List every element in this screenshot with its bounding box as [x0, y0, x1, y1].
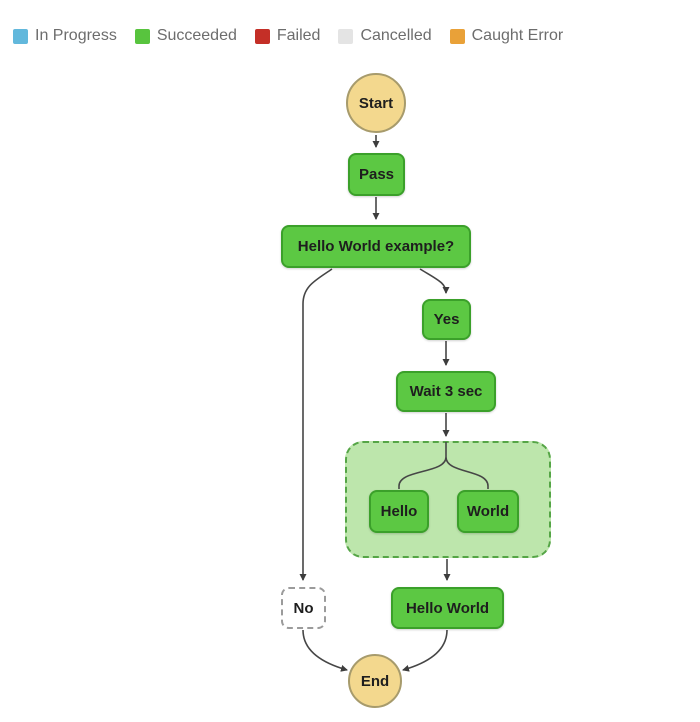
node-hello[interactable]: Hello: [369, 490, 429, 533]
legend-item-in-progress: In Progress: [13, 27, 117, 45]
node-end[interactable]: End: [348, 654, 402, 708]
node-label: End: [360, 672, 390, 690]
status-legend: In Progress Succeeded Failed Cancelled C…: [13, 27, 563, 45]
legend-label: In Progress: [35, 27, 117, 44]
edge-helloworld-to-end: [402, 629, 448, 672]
succeeded-swatch-icon: [134, 28, 150, 44]
legend-label: Caught Error: [471, 27, 564, 44]
node-yes[interactable]: Yes: [422, 299, 471, 340]
legend-label: Succeeded: [156, 27, 237, 44]
in-progress-swatch-icon: [13, 28, 28, 44]
node-start[interactable]: Start: [346, 73, 406, 133]
node-world[interactable]: World: [457, 490, 519, 533]
node-wait-3-sec[interactable]: Wait 3 sec: [396, 371, 496, 412]
node-label: Start: [358, 94, 394, 112]
edge-choice-to-yes: [419, 268, 450, 294]
node-label: No: [293, 599, 314, 617]
legend-label: Cancelled: [360, 27, 432, 44]
node-hello-world-example-choice[interactable]: Hello World example?: [281, 225, 471, 268]
legend-item-failed: Failed: [254, 27, 321, 45]
cancelled-swatch-icon: [338, 28, 354, 44]
node-label: Yes: [433, 311, 460, 328]
node-hello-world[interactable]: Hello World: [391, 587, 504, 629]
node-label: Hello World: [405, 599, 490, 617]
node-pass[interactable]: Pass: [348, 153, 405, 196]
legend-item-cancelled: Cancelled: [338, 27, 432, 45]
node-label: Hello: [380, 503, 418, 520]
caught-error-swatch-icon: [449, 28, 465, 44]
node-label: Pass: [358, 166, 395, 183]
node-label: Hello World example?: [297, 238, 455, 255]
legend-item-caught-error: Caught Error: [449, 27, 564, 45]
edge-no-to-end: [302, 629, 348, 672]
node-label: Wait 3 sec: [409, 383, 483, 400]
edge-choice-to-no: [299, 268, 333, 581]
legend-label: Failed: [276, 27, 321, 44]
node-no[interactable]: No: [281, 587, 326, 629]
legend-item-succeeded: Succeeded: [134, 27, 237, 45]
node-label: World: [466, 503, 510, 520]
failed-swatch-icon: [254, 28, 270, 44]
